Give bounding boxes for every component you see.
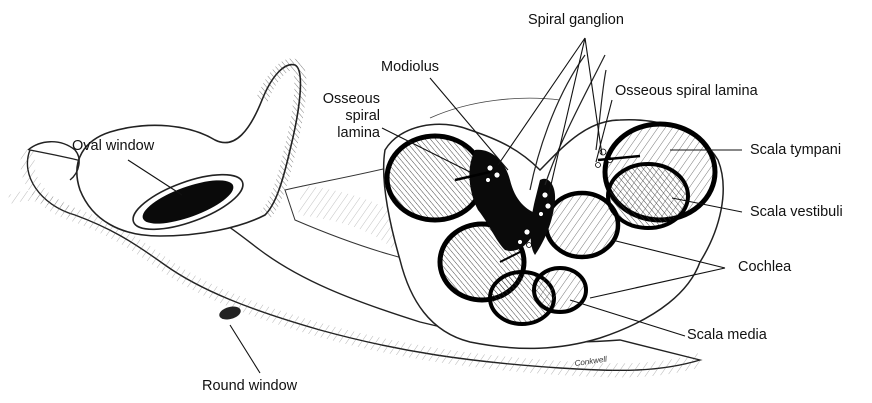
label-cochlea: Cochlea: [738, 259, 791, 276]
label-osseous-line-3: lamina: [300, 125, 380, 142]
label-round-window: Round window: [202, 378, 297, 395]
label-osseous-spiral-lamina-left: Osseous spiral lamina: [300, 91, 380, 142]
label-scala-vestibuli: Scala vestibuli: [750, 204, 843, 221]
label-scala-media: Scala media: [687, 327, 767, 344]
label-osseous-line-2: spiral: [300, 108, 380, 125]
label-oval-window: Oval window: [72, 138, 154, 155]
label-modiolus: Modiolus: [381, 59, 439, 76]
label-osseous-spiral-lamina-right: Osseous spiral lamina: [615, 83, 758, 100]
label-osseous-line-1: Osseous: [300, 91, 380, 108]
label-spiral-ganglion: Spiral ganglion: [528, 12, 624, 29]
label-scala-tympani: Scala tympani: [750, 142, 841, 159]
